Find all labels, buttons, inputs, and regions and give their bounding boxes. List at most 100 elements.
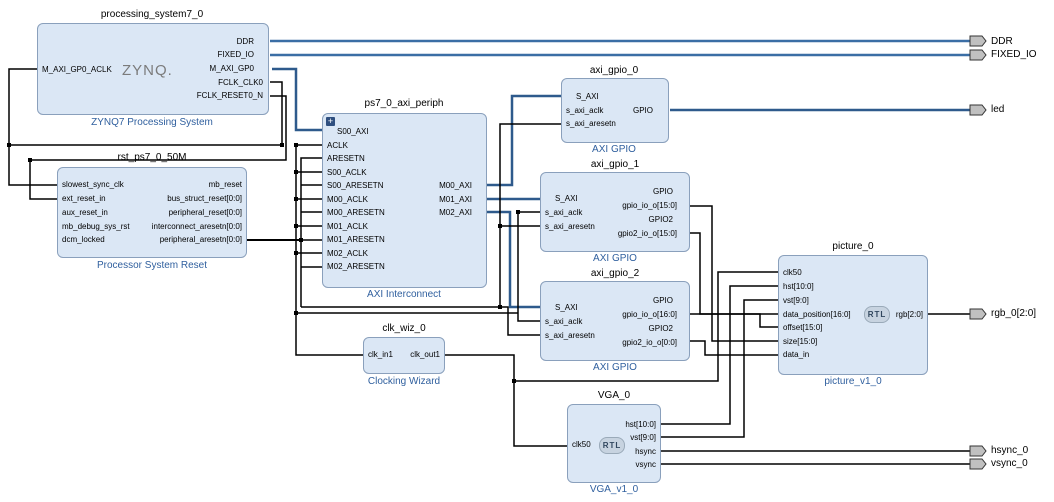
ps-pin-fclk-reset0-n: FCLK_RESET0_N (196, 91, 263, 100)
ps-pin-fixed-io: FIXED_IO (217, 50, 254, 59)
vga-pin-vst: vst[9:0] (630, 433, 656, 442)
vst-wire (661, 299, 778, 438)
rst-pin-peripheral-aresetn: peripheral_aresetn[0:0] (159, 235, 242, 244)
ps-pin-fclk-clk0: FCLK_CLK0 (218, 78, 263, 87)
ic-reset-wires (300, 157, 322, 307)
gpio1-pin-gpio2-io-o: gpio2_io_o[15:0] (617, 229, 677, 238)
gpio2-pin-s-axi: S_AXI (555, 303, 578, 312)
gpio0-pin-aresetn: s_axi_aresetn (566, 119, 616, 128)
rst-pin-mb-debug-sys-rst: mb_debug_sys_rst (62, 222, 130, 231)
expand-icon[interactable]: + (326, 116, 335, 126)
pic-pin-size: size[15:0] (783, 337, 818, 346)
gpio2-pin-gpio2-io-o: gpio2_io_o[0:0] (622, 338, 677, 347)
port-vsync-shape[interactable] (969, 458, 987, 470)
data-in-wire (690, 340, 778, 356)
port-led-shape[interactable] (969, 104, 987, 116)
axi-gpio-2-block[interactable]: S_AXI s_axi_aclk s_axi_aresetn GPIO gpio… (540, 281, 690, 361)
port-rgb[interactable]: rgb_0[2:0] (991, 308, 1037, 319)
clk-pin-clk-out1: clk_out1 (410, 350, 440, 359)
ic-pin-m01-aclk: M01_ACLK (327, 222, 368, 231)
rst-pin-bus-struct-reset: bus_struct_reset[0:0] (167, 194, 242, 203)
gpio2-pin-gpio: GPIO (652, 296, 673, 305)
ic-pin-m00-aclk: M00_ACLK (327, 195, 368, 204)
gpio1-pin-gpio: GPIO (652, 187, 673, 196)
port-fixed-io[interactable]: FIXED_IO (991, 49, 1037, 60)
vga-pin-hsync: hsync (635, 447, 656, 456)
rst-subtitle: Processor System Reset (96, 260, 208, 271)
junction-dot (299, 238, 303, 242)
gpio1-subtitle: AXI GPIO (593, 253, 637, 264)
gpio2-pin-aresetn: s_axi_aresetn (545, 331, 595, 340)
ps-pin-ddr: DDR (236, 37, 254, 46)
reset-block[interactable]: slowest_sync_clk ext_reset_in aux_reset_… (57, 167, 247, 258)
gpio0-subtitle: AXI GPIO (592, 144, 636, 155)
junction-dot (512, 379, 516, 383)
clk-pin-clk-in1: clk_in1 (368, 350, 393, 359)
port-rgb-shape[interactable] (969, 308, 987, 320)
vga-rtl-badge: RTL (599, 437, 625, 454)
fclk-clk0-wire (8, 81, 283, 186)
offset-wire (690, 313, 778, 328)
processing-system-block[interactable]: M_AXI_GP0_ACLK ZYNQ. DDR FIXED_IO M_AXI_… (37, 23, 269, 115)
pic-pin-data-position: data_position[16:0] (783, 310, 851, 319)
ic-pin-m02-aresetn: M02_ARESETN (327, 262, 385, 271)
ic-pin-m00-axi: M00_AXI (439, 181, 472, 190)
ic-pin-s00-aclk: S00_ACLK (327, 168, 367, 177)
gpio2-subtitle: AXI GPIO (593, 362, 637, 373)
ps-pin-m-axi-gp0: M_AXI_GP0 (209, 64, 254, 73)
gpio1-pin-aresetn: s_axi_aresetn (545, 222, 595, 231)
vga-subtitle: VGA_v1_0 (589, 484, 639, 495)
junction-dot (294, 251, 298, 255)
junction-dot (294, 224, 298, 228)
m-axi-gp0-aclk-wire (8, 68, 37, 145)
port-fixed-io-shape[interactable] (969, 49, 987, 61)
fclk-reset0-n-wire (29, 95, 287, 200)
data-position-wire (690, 232, 778, 315)
pic-pin-hst: hst[10:0] (783, 282, 814, 291)
pic-pin-data-in: data_in (783, 350, 810, 359)
gpio1-pin-gpio2: GPIO2 (648, 215, 673, 224)
picture-block[interactable]: clk50 hst[10:0] vst[9:0] data_position[1… (778, 255, 928, 375)
ic-pin-m02-axi: M02_AXI (439, 208, 472, 217)
axi-gpio-0-block[interactable]: S_AXI s_axi_aclk s_axi_aresetn GPIO (561, 78, 669, 143)
pic-pin-vst: vst[9:0] (783, 296, 809, 305)
clocking-wizard-block[interactable]: clk_in1 clk_out1 (363, 337, 445, 374)
gpio2-title: axi_gpio_2 (590, 268, 640, 279)
gpio0-pin-gpio: GPIO (632, 106, 653, 115)
port-vsync[interactable]: vsync_0 (991, 458, 1028, 469)
ic-pin-m02-aclk: M02_ACLK (327, 249, 368, 258)
port-ddr-shape[interactable] (969, 35, 987, 47)
rst-pin-interconnect-aresetn: interconnect_aresetn[0:0] (151, 222, 242, 231)
vga-block[interactable]: clk50 RTL hst[10:0] vst[9:0] hsync vsync (567, 404, 661, 483)
m-axi-gp0-bus (272, 67, 322, 132)
ic-pin-s00-axi: S00_AXI (337, 127, 369, 136)
junction-dot (498, 305, 502, 309)
gpio0-pin-aclk: s_axi_aclk (566, 106, 604, 115)
port-hsync[interactable]: hsync_0 (991, 445, 1029, 456)
gpio1-title: axi_gpio_1 (590, 159, 640, 170)
ic-clock-wires (296, 144, 322, 254)
zynq-logo: ZYNQ. (122, 62, 173, 79)
ic-pin-s00-aresetn: S00_ARESETN (327, 181, 384, 190)
axi-interconnect-block[interactable]: + S00_AXI ACLK ARESETN S00_ACLK S00_ARES… (322, 113, 487, 288)
ps-subtitle: ZYNQ7 Processing System (91, 117, 213, 128)
port-led[interactable]: led (991, 104, 1005, 115)
gpio2-pin-gpio-io-o: gpio_io_o[16:0] (622, 310, 677, 319)
ps-pin-m-axi-gp0-aclk: M_AXI_GP0_ACLK (42, 65, 112, 74)
pic-pin-clk50: clk50 (783, 268, 802, 277)
rst-pin-peripheral-reset: peripheral_reset[0:0] (168, 208, 242, 217)
axi-gpio-1-block[interactable]: S_AXI s_axi_aclk s_axi_aresetn GPIO gpio… (540, 172, 690, 252)
junction-dot (498, 224, 502, 228)
port-hsync-shape[interactable] (969, 445, 987, 457)
junction-dot (294, 197, 298, 201)
port-ddr[interactable]: DDR (991, 36, 1013, 47)
pic-pin-offset: offset[15:0] (783, 323, 823, 332)
gpio1-pin-s-axi: S_AXI (555, 194, 578, 203)
junction-dot (516, 210, 520, 214)
rst-pin-slowest-sync-clk: slowest_sync_clk (62, 180, 124, 189)
gpio2-pin-gpio2: GPIO2 (648, 324, 673, 333)
junction-dot (280, 143, 284, 147)
vga-title: VGA_0 (597, 390, 631, 401)
m02-axi-bus (487, 210, 540, 309)
